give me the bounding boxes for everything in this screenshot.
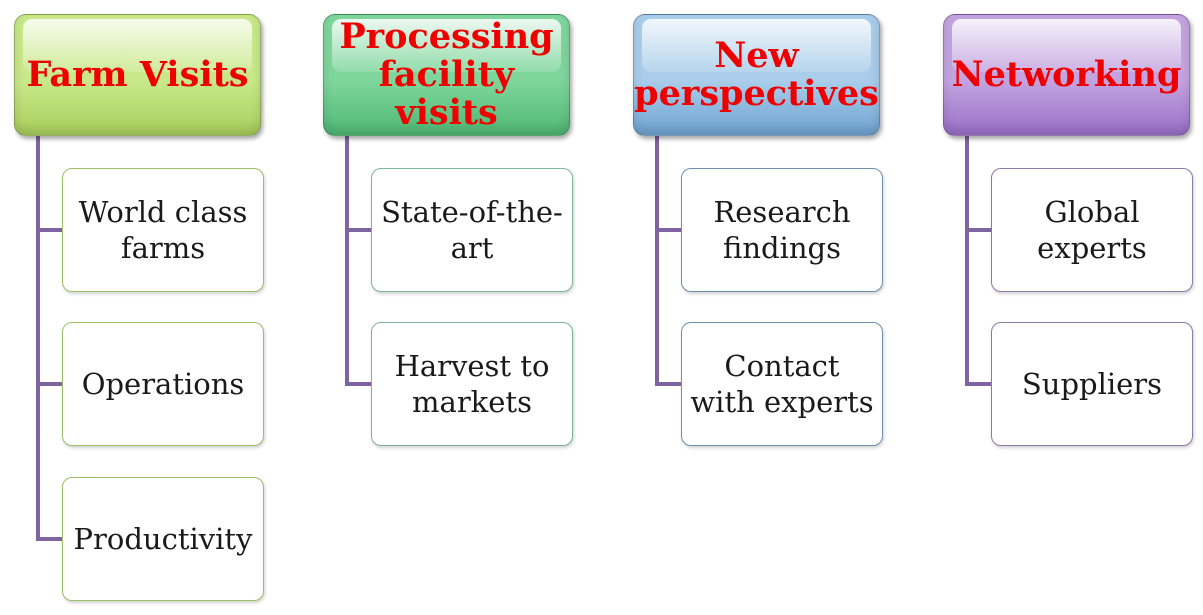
child-contact-with-experts: Contact with experts <box>681 322 883 446</box>
header-farm-visits: Farm Visits <box>14 14 261 136</box>
header-label: Networking <box>951 54 1182 95</box>
child-operations: Operations <box>62 322 264 446</box>
child-productivity: Productivity <box>62 477 264 601</box>
child-suppliers: Suppliers <box>991 322 1193 446</box>
header-processing-facility-visits: Processing facility visits <box>323 14 570 136</box>
header-networking: Networking <box>943 14 1190 136</box>
child-state-of-the-art: State-of-the-art <box>371 168 573 292</box>
header-label: Farm Visits <box>26 54 249 95</box>
header-new-perspectives: New perspectives <box>633 14 880 136</box>
column-processing-facility-visits: Processing facility visits State-of-the-… <box>323 0 583 615</box>
connector-lines <box>965 136 991 386</box>
column-farm-visits: Farm Visits World class farms Operations… <box>14 0 274 615</box>
child-research-findings: Research findings <box>681 168 883 292</box>
child-harvest-to-markets: Harvest to markets <box>371 322 573 446</box>
header-label: New perspectives <box>634 35 879 114</box>
connector-lines <box>36 136 62 541</box>
connector-lines <box>345 136 371 386</box>
column-networking: Networking Global experts Suppliers <box>943 0 1203 615</box>
connector-lines <box>655 136 681 386</box>
header-label: Processing facility visits <box>339 16 554 133</box>
child-global-experts: Global experts <box>991 168 1193 292</box>
child-world-class-farms: World class farms <box>62 168 264 292</box>
column-new-perspectives: New perspectives Research findings Conta… <box>633 0 893 615</box>
